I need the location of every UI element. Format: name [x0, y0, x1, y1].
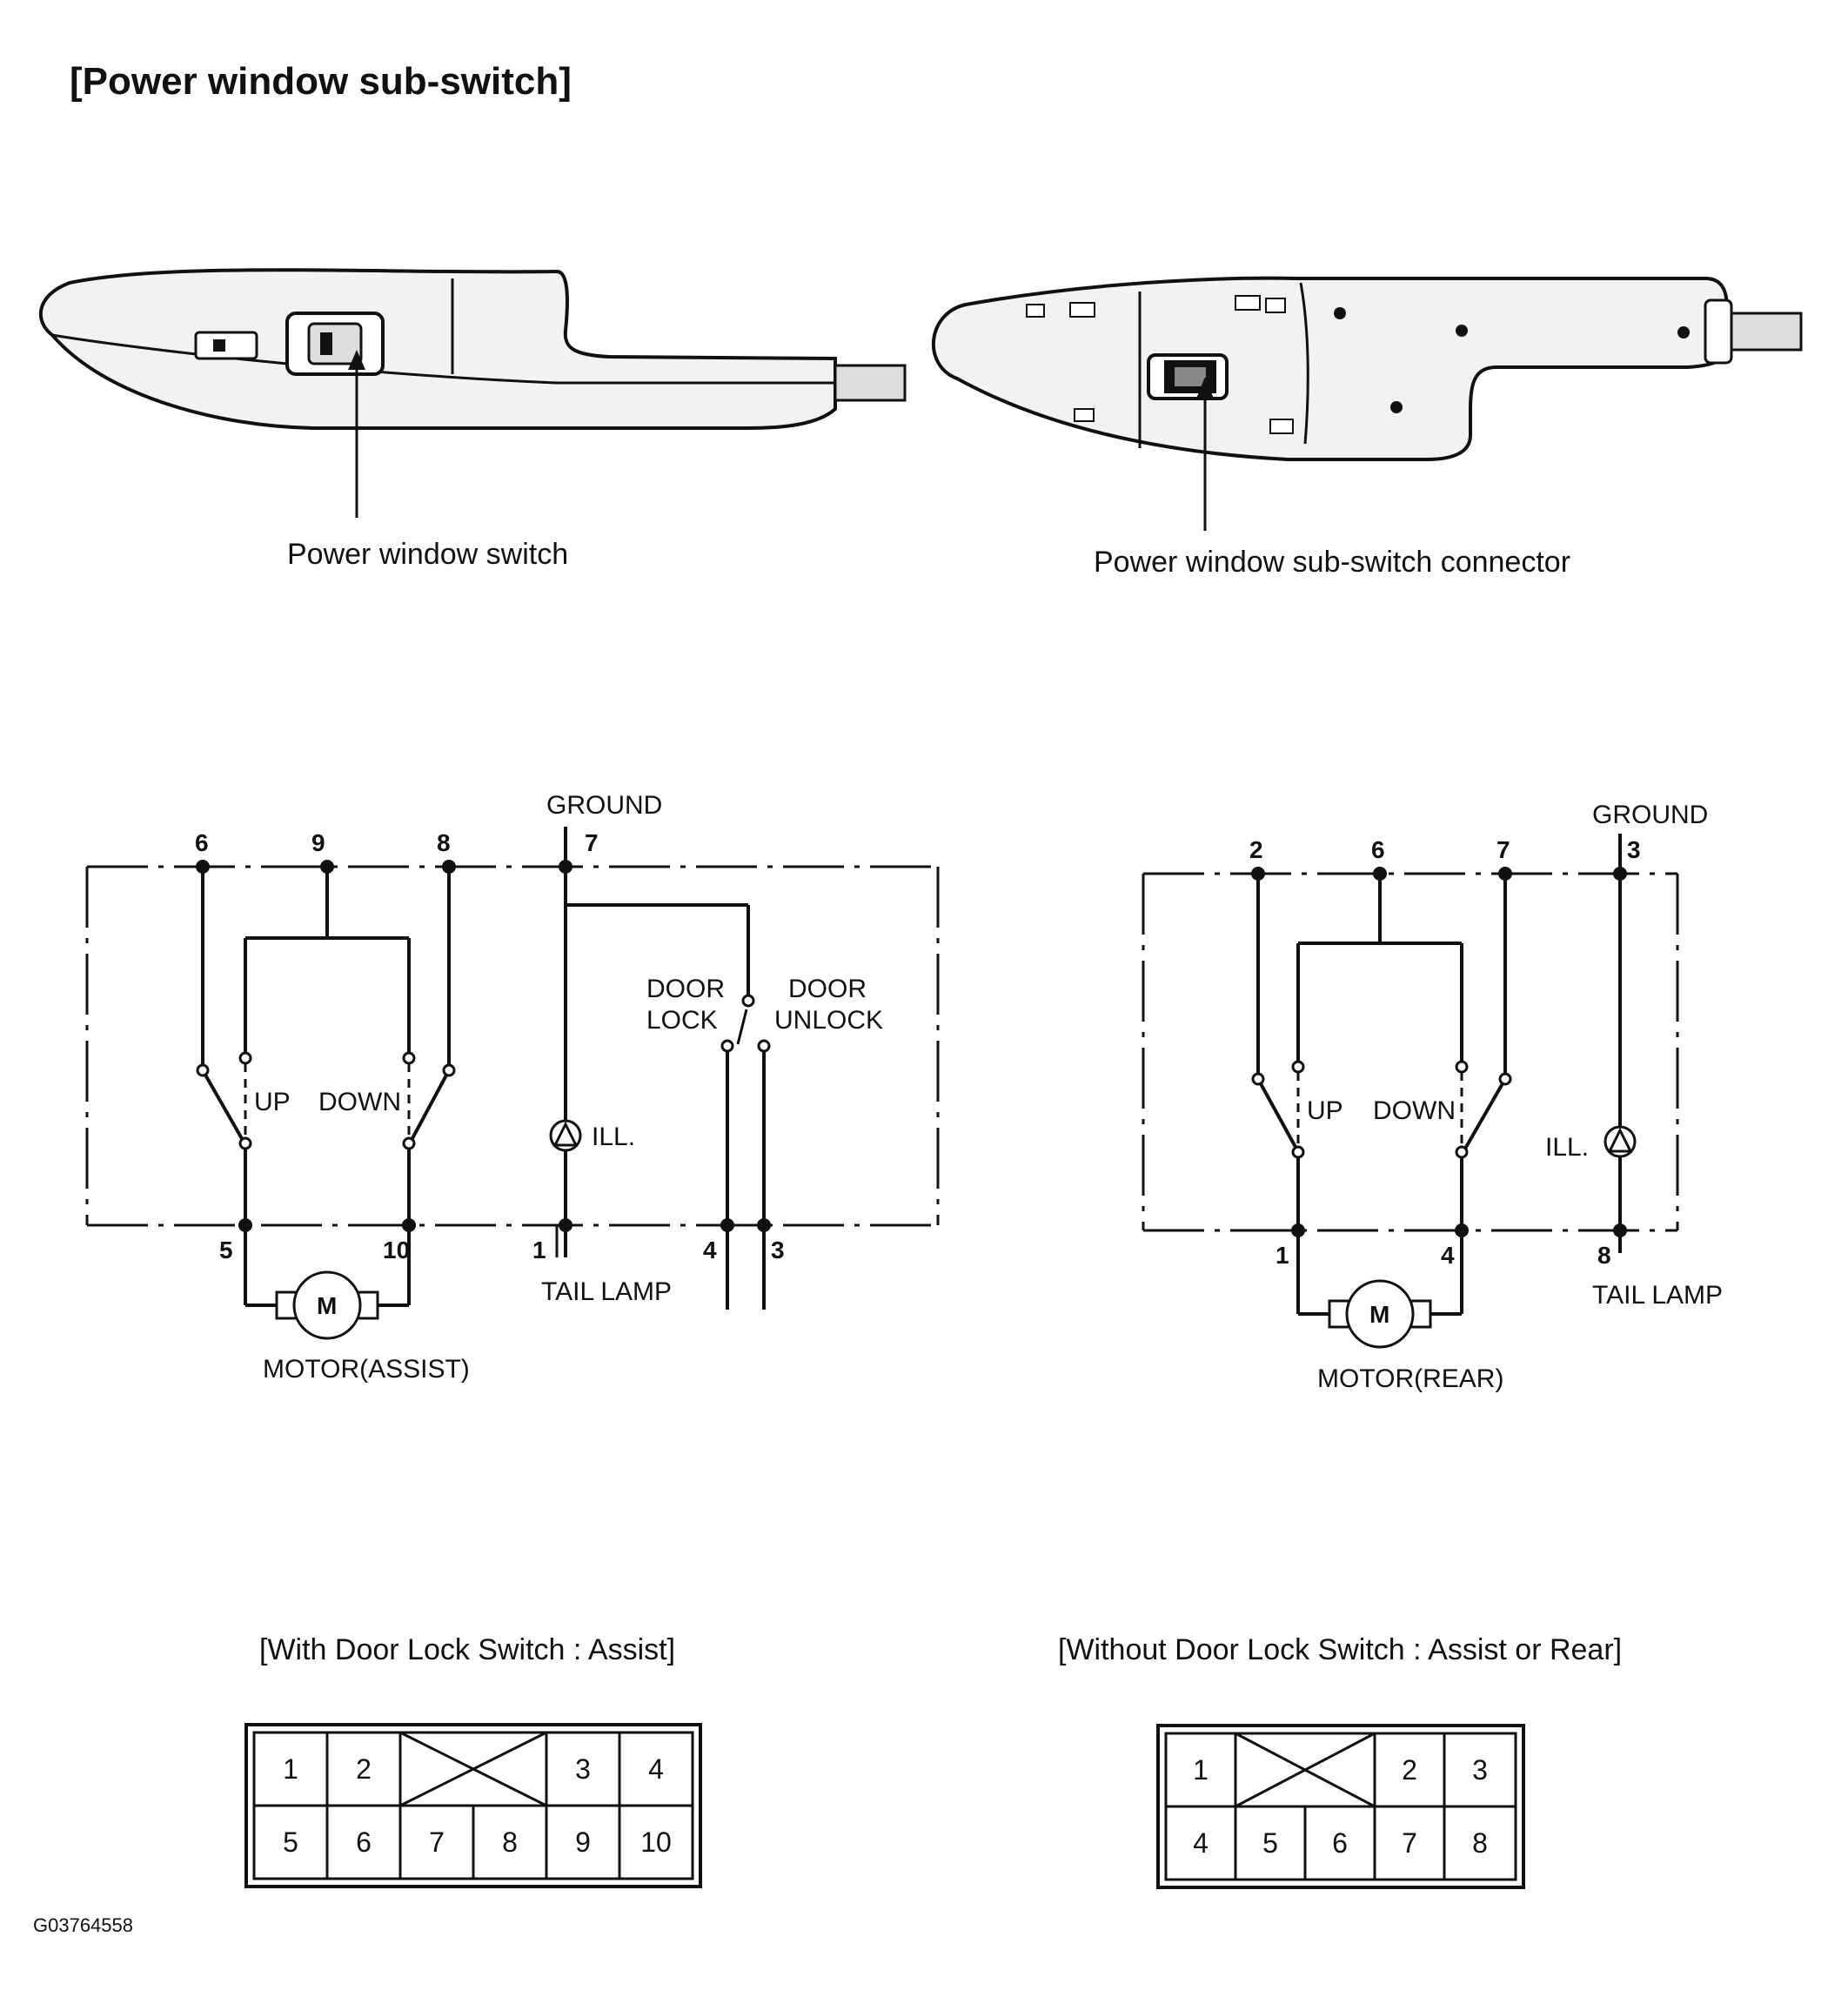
assist-pin-8: 8 [437, 829, 451, 856]
conn-assist-pin-5: 5 [283, 1826, 298, 1858]
rear-pin-2: 2 [1249, 836, 1263, 863]
rear-pin-4: 4 [1441, 1242, 1455, 1269]
assist-pin-10: 10 [383, 1237, 410, 1263]
rear-tail-lamp-label: TAIL LAMP [1592, 1281, 1723, 1310]
rear-motor-symbol: M [1369, 1301, 1389, 1328]
rear-pin-8: 8 [1597, 1242, 1611, 1269]
assist-pin-9: 9 [311, 829, 325, 856]
rear-pin-6: 6 [1371, 836, 1385, 863]
rear-pin-3: 3 [1627, 836, 1641, 863]
conn-rear-pin-4: 4 [1193, 1827, 1209, 1859]
door-unlock-label-2: UNLOCK [774, 1006, 883, 1035]
sub-switch-connector-caption: Power window sub-switch connector [1094, 546, 1570, 579]
assist-ground-label: GROUND [546, 791, 662, 820]
assist-ill-label: ILL. [592, 1123, 635, 1151]
rear-ill-label: ILL. [1545, 1133, 1589, 1162]
assist-motor-label: MOTOR(ASSIST) [263, 1355, 470, 1384]
connector-rear-caption: [Without Door Lock Switch : Assist or Re… [1058, 1633, 1622, 1666]
rear-pin-1: 1 [1276, 1242, 1289, 1269]
schematic-assist [85, 827, 940, 1340]
assist-pin-3: 3 [771, 1237, 785, 1263]
conn-rear-pin-2: 2 [1402, 1754, 1417, 1786]
conn-rear-pin-1: 1 [1193, 1754, 1209, 1786]
conn-assist-pin-3: 3 [575, 1753, 591, 1785]
rear-pin-7: 7 [1496, 836, 1510, 863]
conn-assist-pin-7: 7 [429, 1826, 445, 1858]
conn-assist-pin-2: 2 [356, 1753, 372, 1785]
conn-assist-pin-8: 8 [502, 1826, 518, 1858]
rear-ground-label: GROUND [1592, 801, 1708, 829]
switch-top-illustration [38, 268, 907, 518]
rear-up-label: UP [1307, 1096, 1343, 1125]
conn-assist-pin-1: 1 [283, 1753, 298, 1785]
door-unlock-label-1: DOOR [788, 975, 867, 1003]
conn-assist-pin-10: 10 [640, 1826, 672, 1858]
conn-assist-pin-6: 6 [356, 1826, 372, 1858]
connector-assist-caption: [With Door Lock Switch : Assist] [259, 1633, 675, 1666]
rear-motor-label: MOTOR(REAR) [1317, 1364, 1503, 1393]
connector-assist-grid [244, 1723, 702, 1888]
assist-pin-5: 5 [219, 1237, 233, 1263]
assist-pin-6: 6 [195, 829, 209, 856]
rear-down-label: DOWN [1373, 1096, 1456, 1125]
assist-pin-7: 7 [585, 829, 599, 856]
door-lock-label-2: LOCK [646, 1006, 718, 1035]
conn-rear-pin-7: 7 [1402, 1827, 1417, 1859]
conn-rear-pin-3: 3 [1472, 1754, 1488, 1786]
assist-down-label: DOWN [318, 1088, 401, 1116]
conn-rear-pin-5: 5 [1262, 1827, 1278, 1859]
schematic-rear [1142, 834, 1679, 1349]
assist-motor-symbol: M [317, 1292, 337, 1319]
switch-underside-illustration [931, 276, 1803, 531]
assist-tail-lamp-label: TAIL LAMP [541, 1277, 672, 1306]
assist-pin-4: 4 [703, 1237, 717, 1263]
figure-code: G03764558 [33, 1914, 133, 1936]
conn-assist-pin-9: 9 [575, 1826, 591, 1858]
page-title: [Power window sub-switch] [70, 60, 572, 103]
connector-rear-grid [1156, 1724, 1525, 1889]
door-lock-label-1: DOOR [646, 975, 725, 1003]
power-window-switch-caption: Power window switch [287, 538, 568, 571]
assist-up-label: UP [254, 1088, 291, 1116]
conn-rear-pin-8: 8 [1472, 1827, 1488, 1859]
conn-assist-pin-4: 4 [648, 1753, 664, 1785]
assist-pin-1: 1 [532, 1237, 546, 1263]
conn-rear-pin-6: 6 [1332, 1827, 1348, 1859]
